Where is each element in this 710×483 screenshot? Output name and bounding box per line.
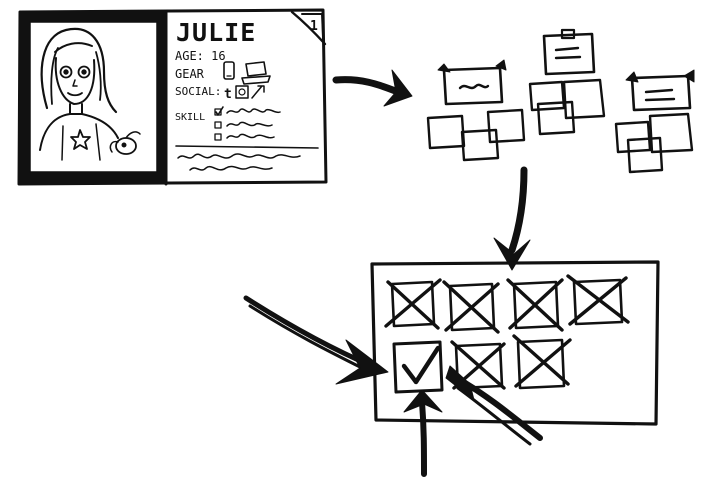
portrait-illustration <box>39 27 141 161</box>
arrow-from-below <box>403 389 443 477</box>
page-number: 1 <box>310 19 318 34</box>
arrow-from-lower-right <box>445 365 543 446</box>
social-label: SOCIAL: <box>175 85 221 98</box>
laptop-icon <box>241 61 271 85</box>
arrow-card-to-clusters <box>332 69 413 107</box>
arrow-from-upper-left <box>243 295 389 385</box>
share-icon <box>251 85 265 99</box>
persona-card: 1 JULIE AGE: 16 GEAR SOCIAL: SKILL t <box>17 8 328 186</box>
task-card-checked <box>392 340 444 394</box>
twitter-icon: t <box>224 87 232 102</box>
task-card-crossed-6 <box>512 334 572 390</box>
social-icons: t <box>224 85 265 102</box>
task-card-crossed-2 <box>442 280 500 334</box>
cluster-right <box>614 69 695 174</box>
skill-list <box>214 106 281 141</box>
persona-name: JULIE <box>176 18 256 47</box>
skills-label: SKILL <box>175 112 205 123</box>
task-card-crossed-1 <box>384 278 442 330</box>
phone-icon <box>223 61 235 80</box>
sticky-note-clusters <box>426 28 695 174</box>
notes-scribble <box>177 153 301 171</box>
task-card-crossed-4 <box>566 274 630 326</box>
gear-label: GEAR <box>175 67 205 81</box>
cluster-middle <box>528 28 606 136</box>
task-card-crossed-3 <box>506 278 564 332</box>
age-label: AGE: 16 <box>175 49 226 63</box>
arrow-clusters-to-board <box>493 166 531 271</box>
instagram-icon <box>235 85 249 99</box>
cluster-left <box>426 59 526 162</box>
